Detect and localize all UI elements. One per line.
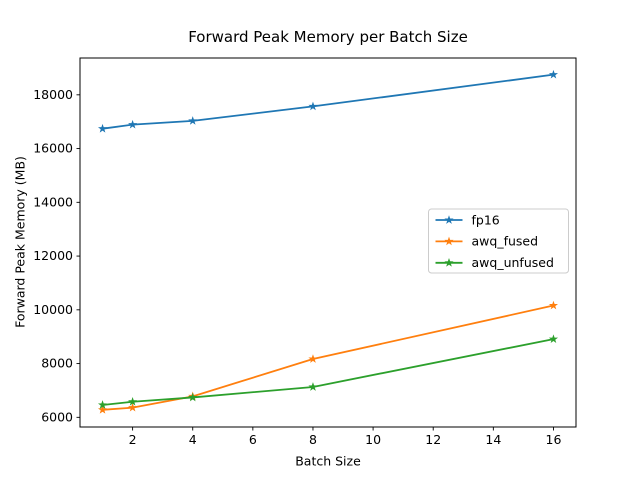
marker-fp16 bbox=[97, 123, 108, 133]
x-tick-label: 6 bbox=[249, 432, 257, 447]
marker-fp16 bbox=[128, 119, 138, 129]
legend-label-fp16: fp16 bbox=[472, 212, 500, 227]
legend-sample-marker bbox=[444, 236, 454, 246]
series-line-awq_fused bbox=[102, 304, 554, 411]
y-tick-label: 16000 bbox=[33, 141, 73, 156]
marker-awq_unfused bbox=[97, 400, 108, 409]
marker-awq_fused bbox=[548, 300, 559, 310]
legend-sample-marker bbox=[444, 258, 454, 267]
x-axis-label: Batch Size bbox=[295, 453, 361, 469]
chart-title: Forward Peak Memory per Batch Size bbox=[188, 28, 468, 46]
y-tick-label: 14000 bbox=[33, 194, 73, 209]
y-tick-label: 8000 bbox=[41, 356, 73, 371]
y-tick-label: 6000 bbox=[41, 409, 73, 424]
x-tick-label: 12 bbox=[425, 432, 441, 447]
marker-awq_unfused bbox=[308, 382, 318, 391]
axes-spines bbox=[79, 57, 577, 428]
x-tick-label: 10 bbox=[365, 432, 381, 447]
y-tick-label: 10000 bbox=[33, 302, 73, 317]
legend-label-awq_fused: awq_fused bbox=[472, 234, 539, 249]
marker-awq_fused bbox=[128, 402, 138, 412]
marker-awq_unfused bbox=[188, 392, 198, 402]
marker-awq_unfused bbox=[128, 396, 138, 406]
marker-fp16 bbox=[308, 101, 318, 111]
series-line-fp16 bbox=[102, 73, 554, 130]
marker-fp16 bbox=[548, 69, 559, 79]
x-tick-label: 4 bbox=[189, 432, 197, 447]
legend-box bbox=[428, 208, 569, 274]
legend-label-awq_unfused: awq_unfused bbox=[472, 255, 554, 270]
marker-fp16 bbox=[188, 116, 198, 125]
legend-sample-marker bbox=[444, 215, 454, 224]
x-tick-label: 14 bbox=[485, 432, 501, 447]
y-axis-label: Forward Peak Memory (MB) bbox=[12, 156, 28, 328]
y-tick-label: 12000 bbox=[33, 248, 73, 263]
marker-awq_fused bbox=[308, 354, 318, 363]
x-tick-label: 16 bbox=[546, 432, 562, 447]
x-tick-label: 8 bbox=[309, 432, 317, 447]
marker-awq_unfused bbox=[548, 334, 559, 343]
marker-awq_fused bbox=[97, 405, 108, 414]
x-tick-label: 2 bbox=[129, 432, 137, 447]
series-line-awq_unfused bbox=[102, 338, 554, 406]
y-tick-label: 18000 bbox=[33, 87, 73, 102]
